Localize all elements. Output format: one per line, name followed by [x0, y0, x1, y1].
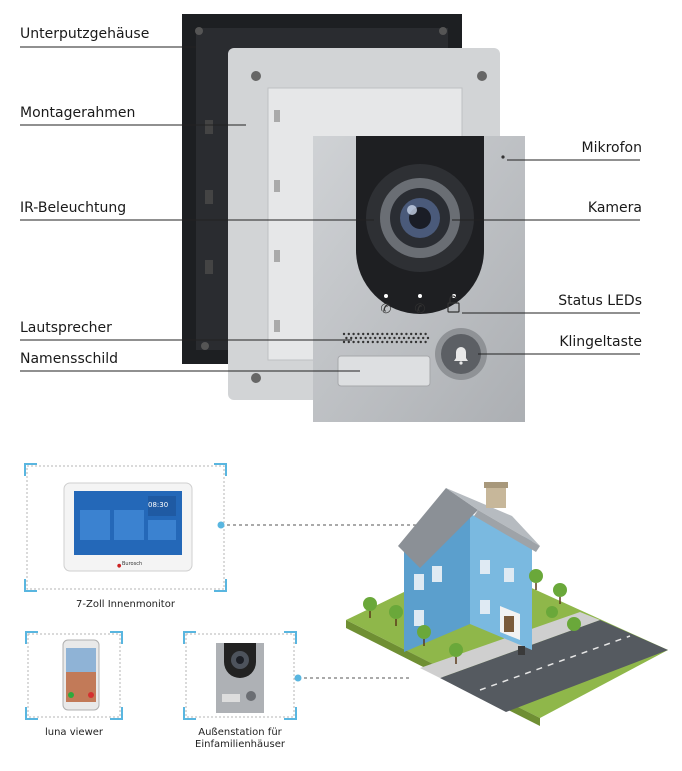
speaker-hole: [342, 340, 346, 344]
speaker-hole: [381, 332, 384, 336]
speaker-hole: [381, 340, 384, 344]
speaker-hole: [390, 340, 394, 344]
speaker-hole: [383, 336, 386, 340]
connector-dot: [217, 521, 225, 529]
speaker-hole: [342, 332, 346, 336]
speaker-hole: [393, 336, 396, 340]
monitor-brand: Burosch: [122, 561, 143, 567]
speaker-hole: [419, 340, 422, 344]
speaker-hole: [378, 336, 382, 340]
label-bell-button: Klingeltaste: [559, 334, 642, 350]
monitor-clock: 08:30: [148, 501, 169, 509]
caption-luna-viewer: luna viewer: [44, 727, 104, 738]
speaker-hole: [405, 340, 408, 344]
speaker-hole: [395, 332, 398, 336]
caption-indoor-monitor: 7-Zoll Innenmonitor: [76, 599, 175, 610]
label-ir-illumination: IR-Beleuchtung: [20, 200, 127, 216]
phone-box: [25, 631, 123, 720]
speaker-hole: [347, 340, 350, 344]
label-name-plate: Namensschild: [20, 351, 118, 367]
front-panel: ✆ ✆: [313, 136, 525, 422]
speaker-hole: [388, 336, 391, 340]
leader-lines: [20, 46, 640, 372]
speaker-hole: [362, 340, 365, 344]
speaker-hole: [366, 332, 370, 336]
outdoor-box: [183, 631, 297, 720]
speaker-hole: [357, 340, 360, 344]
speaker-hole: [371, 340, 374, 344]
speaker-hole: [359, 336, 362, 340]
speaker-grille: [342, 332, 430, 344]
speaker-hole: [402, 336, 406, 340]
speaker-hole: [424, 340, 427, 344]
svg-text:●: ●: [117, 563, 122, 569]
speaker-hole: [412, 336, 415, 340]
speaker-hole: [345, 336, 348, 340]
speaker-hole: [347, 332, 350, 336]
speaker-hole: [354, 336, 358, 340]
speaker-hole: [424, 332, 427, 336]
speaker-hole: [366, 340, 370, 344]
speaker-hole: [405, 332, 408, 336]
speaker-hole: [417, 336, 420, 340]
indoor-monitor: ●: [63, 482, 193, 572]
speaker-hole: [398, 336, 401, 340]
connector-dot: [294, 674, 302, 682]
caption-outdoor-station: Außenstation für Einfamilienhäuser: [176, 727, 304, 751]
speaker-hole: [419, 332, 422, 336]
speaker-hole: [371, 332, 374, 336]
label-speaker: Lautsprecher: [20, 320, 112, 336]
speaker-hole: [414, 332, 418, 336]
speaker-hole: [414, 340, 418, 344]
svg-text:✆: ✆: [381, 302, 392, 317]
speaker-hole: [400, 340, 403, 344]
label-camera: Kamera: [587, 200, 642, 216]
speaker-hole: [386, 340, 389, 344]
speaker-hole: [357, 332, 360, 336]
smartphone: [62, 639, 100, 711]
speaker-hole: [426, 336, 430, 340]
house-scene: [346, 482, 668, 726]
speaker-hole: [410, 332, 413, 336]
label-microphone: Mikrofon: [581, 140, 642, 156]
speaker-hole: [407, 336, 410, 340]
caption-outdoor-line2: Einfamilienhäuser: [195, 739, 285, 750]
speaker-hole: [410, 340, 413, 344]
outdoor-station-mini: [216, 643, 264, 713]
svg-text:✆: ✆: [415, 302, 426, 317]
speaker-hole: [350, 336, 353, 340]
speaker-hole: [422, 336, 425, 340]
speaker-hole: [364, 336, 367, 340]
label-flush-mount-box: Unterputzgehäuse: [20, 26, 150, 42]
speaker-hole: [362, 332, 365, 336]
speaker-hole: [376, 340, 379, 344]
speaker-hole: [369, 336, 372, 340]
speaker-hole: [352, 340, 355, 344]
speaker-hole: [400, 332, 403, 336]
speaker-hole: [386, 332, 389, 336]
speaker-hole: [374, 336, 377, 340]
label-mounting-frame: Montagerahmen: [20, 105, 136, 121]
speaker-hole: [390, 332, 394, 336]
label-status-leds: Status LEDs: [558, 293, 642, 309]
speaker-hole: [376, 332, 379, 336]
caption-outdoor-line1: Außenstation für: [198, 727, 282, 738]
speaker-hole: [352, 332, 355, 336]
mic-hole: [501, 155, 505, 159]
speaker-hole: [395, 340, 398, 344]
monitor-box: [24, 463, 227, 592]
